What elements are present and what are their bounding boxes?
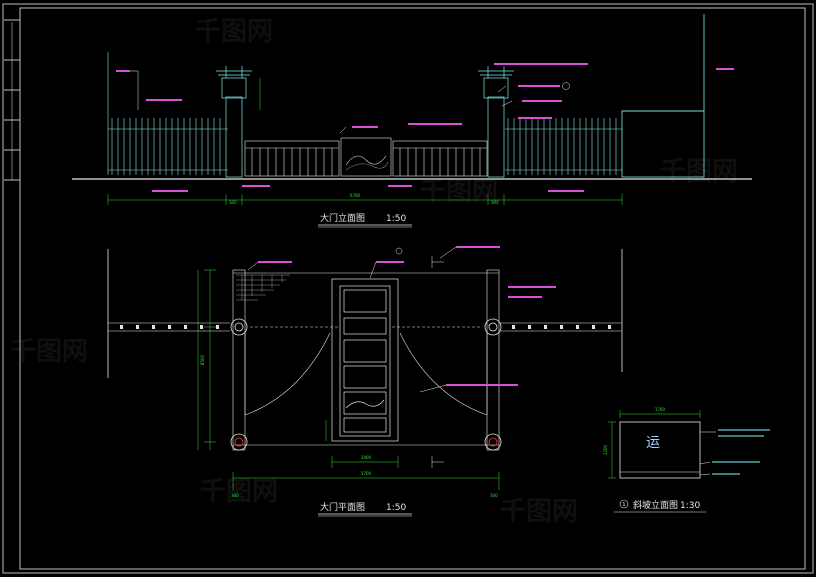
detail-notes [712,429,770,475]
watermark-text: 千图网 [660,157,738,187]
plan-brick-hatch [236,274,290,301]
elevation-post-dimension: 300 [491,200,499,205]
plan-leader-lines [247,246,457,468]
detail-width-dimension: 1760 [655,407,666,412]
detail-height-dimension: 1200 [603,444,608,455]
plan-fence-lines [108,322,622,332]
watermark-text: 千图网 [500,497,578,527]
plan-post-dimension: 300 [231,493,239,498]
elevation-scale: 1:50 [386,214,406,224]
watermark: 千图网 千图网 千图网 千图网 千图网 千图网 [10,17,738,527]
center-sign-block [340,137,392,177]
gate-elevation: 6700 300 300 大门立面图 1:50 [72,14,752,228]
watermark-text: 千图网 [10,337,88,367]
detail-sign-glyph: 运 [646,435,660,451]
plan-scale: 1:50 [386,503,406,513]
right-gate-post [478,66,514,178]
detail-note-leaders [699,431,716,476]
watermark-text: 千图网 [195,17,273,47]
watermark-text: 千图网 [200,477,278,507]
plan-inner-dimension: 3400 [361,455,372,460]
plan-door-swings [244,332,488,416]
watermark-text: 千图网 [420,177,498,207]
plan-post-dimension: 300 [490,493,498,498]
elevation-leaders [116,63,734,192]
slope-detail: 1760 1200 运 1 斜坡立面图 1:30 [603,407,770,513]
elevation-dimensions [107,78,623,205]
right-gate-leaf [392,140,488,177]
right-fence [505,118,622,175]
detail-marker-circle [619,499,629,509]
drawing-frame [2,3,814,574]
detail-dimensions [608,410,701,479]
plan-fence-posts [120,325,611,329]
elevation-title: 大门立面图 [320,212,365,224]
plan-dimensions [197,269,500,490]
plan-leaders [258,246,556,386]
left-gate-post [216,66,252,178]
plan-column-markers [230,318,502,451]
elevation-total-dimension: 6700 [350,193,361,198]
elevation-leader-lines [130,70,570,134]
plan-title: 大门平面图 [320,501,365,513]
plan-side-walls [232,269,500,451]
detail-marker: 1 [622,502,625,508]
plan-center-block [331,278,399,442]
plan-depth-dimension: 8500 [200,354,205,365]
left-fence [108,118,228,175]
gate-plan: 3400 5700 8500 300 300 大门平面图 1:50 [107,246,623,517]
plan-width-dimension: 5700 [361,471,372,476]
left-gate-leaf [244,140,340,177]
elevation-post-dimension: 300 [229,200,237,205]
detail-title: 斜坡立面图 [633,499,678,511]
detail-scale: 1:30 [680,501,700,511]
